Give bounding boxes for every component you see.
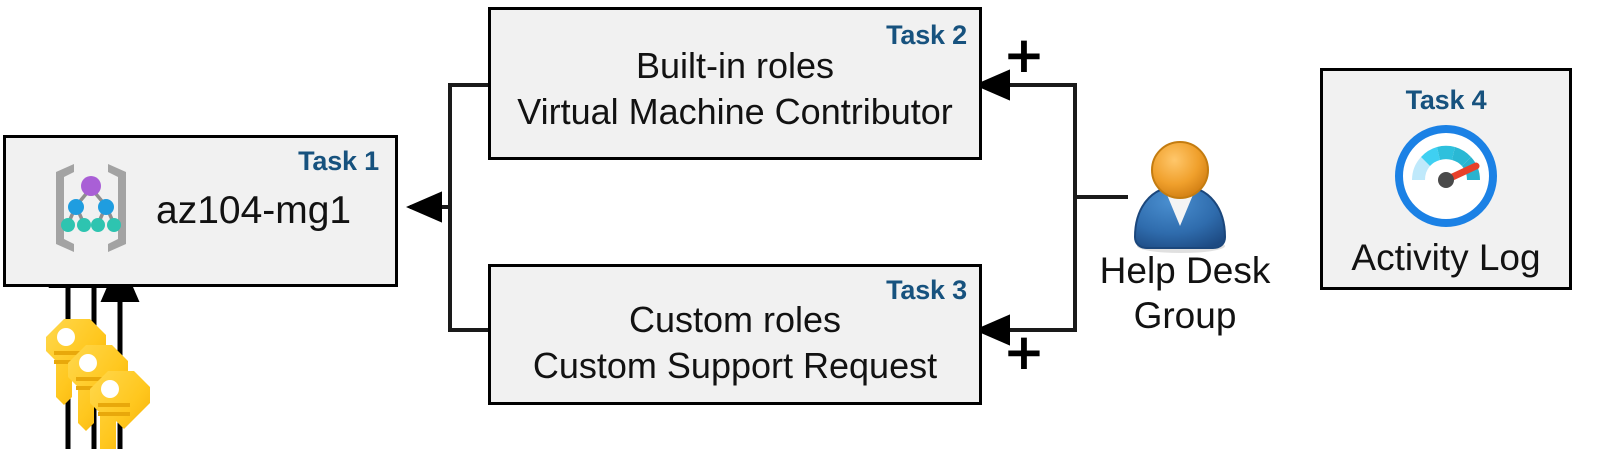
task-1-tag: Task 1 bbox=[298, 146, 379, 176]
task-3-line-2: Custom Support Request bbox=[532, 345, 938, 387]
plus-sign-top: + bbox=[1003, 26, 1045, 84]
task-3-line-1: Custom roles bbox=[628, 299, 842, 340]
connector-roles-to-management-group bbox=[406, 83, 488, 332]
task-2-line-1: Built-in roles bbox=[635, 45, 835, 86]
task-4-tag: Task 4 bbox=[1405, 85, 1487, 115]
task-4-box[interactable]: Task 4 Activity Log bbox=[1320, 68, 1572, 290]
task-2-line-2: Virtual Machine Contributor bbox=[517, 91, 953, 133]
task-2-tag: Task 2 bbox=[886, 20, 967, 50]
plus-sign-bottom: + bbox=[1003, 323, 1045, 381]
connector-helpdesk-to-roles bbox=[974, 69, 1128, 346]
keys-icon bbox=[28, 305, 158, 449]
task-3-box[interactable]: Task 3 Custom roles Custom Support Reque… bbox=[488, 264, 982, 405]
task-1-box[interactable]: Task 1 az104-mg1 bbox=[3, 135, 398, 287]
management-group-icon bbox=[48, 160, 134, 261]
user-group-icon bbox=[1125, 140, 1235, 260]
management-group-name: az104-mg1 bbox=[156, 189, 352, 232]
help-desk-line-2: Group bbox=[1133, 295, 1237, 337]
activity-log-gauge-icon bbox=[1395, 125, 1497, 232]
activity-log-label: Activity Log bbox=[1351, 237, 1541, 278]
task-2-box[interactable]: Task 2 Built-in roles Virtual Machine Co… bbox=[488, 7, 982, 160]
task-3-tag: Task 3 bbox=[886, 275, 967, 305]
help-desk-line-1: Help Desk bbox=[1099, 250, 1271, 291]
